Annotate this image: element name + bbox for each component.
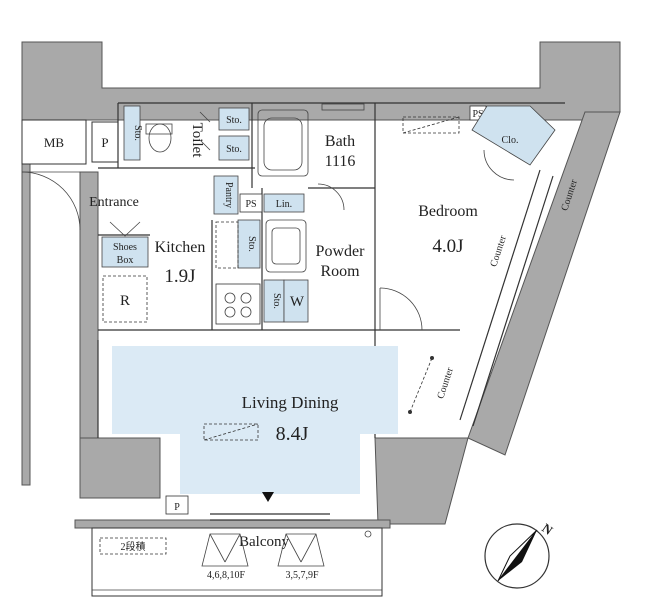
living-dining-label: Living Dining (242, 393, 339, 412)
compass: N (484, 520, 556, 589)
sto-toilet-1-label: Sto. (226, 115, 242, 126)
toilet-label: Toilet (189, 123, 205, 159)
balcony-label: Balcony (239, 534, 289, 550)
ps-mid-label: PS (245, 199, 256, 210)
sto-toilet-2-label: Sto. (226, 144, 242, 155)
meter-box: MB (21, 119, 87, 165)
shoes-box-label-1: Shoes (113, 242, 137, 253)
kitchen-size: 1.9J (164, 266, 195, 287)
living-dining: Living Dining 8.4J P (112, 346, 398, 521)
exterior-walls (21, 41, 621, 529)
kitchen-label: Kitchen (155, 239, 206, 256)
floors-b-label: 3,5,7,9F (285, 570, 319, 581)
interior-walls (97, 102, 565, 438)
r-label: R (120, 293, 130, 309)
bedroom-size: 4.0J (432, 236, 463, 257)
entrance: Entrance Shoes Box R (21, 171, 149, 323)
entrance-label: Entrance (89, 195, 139, 210)
sto-left-label: Sto. (132, 125, 143, 141)
w-label: W (290, 294, 305, 310)
living-size: 8.4J (276, 423, 309, 445)
clo-label: Clo. (502, 135, 519, 146)
p-top-label: P (101, 135, 108, 150)
bath-room: Bath 1116 (257, 103, 365, 177)
shoes-box-label-2: Box (117, 255, 134, 266)
bedroom-label: Bedroom (418, 203, 478, 220)
pipe-space-top: P (91, 121, 119, 163)
floors-a-label: 4,6,8,10F (207, 570, 246, 581)
lin-label: Lin. (276, 199, 292, 210)
ps-top-label: PS (472, 109, 483, 120)
balcony: Balcony 2段積 4,6,8,10F 3,5,7,9F (91, 527, 383, 597)
sto-kitchen-label: Sto. (246, 236, 257, 252)
pantry-label: Pantry (223, 182, 234, 208)
counter-label-1: Counter (488, 234, 509, 269)
two-tier-label: 2段積 (121, 540, 146, 553)
bath-size: 1116 (325, 153, 356, 170)
mb-label: MB (44, 135, 65, 150)
sto-w-label: Sto. (271, 293, 282, 309)
p-bottom-label: P (174, 502, 180, 513)
bath-label: Bath (325, 133, 355, 150)
kitchen: Pantry PS Lin. Kitchen 1.9J Sto. (155, 175, 305, 325)
powder-room-label-2: Room (320, 263, 360, 280)
powder-room-label-1: Powder (316, 243, 366, 260)
bedroom: PS Clo. Bedroom 4.0J (379, 105, 556, 331)
toilet-room: Sto. Toilet Sto. Sto. (123, 105, 250, 161)
counter-label-2: Counter (435, 366, 456, 401)
powder-room: Powder Room Sto. W (263, 183, 366, 323)
